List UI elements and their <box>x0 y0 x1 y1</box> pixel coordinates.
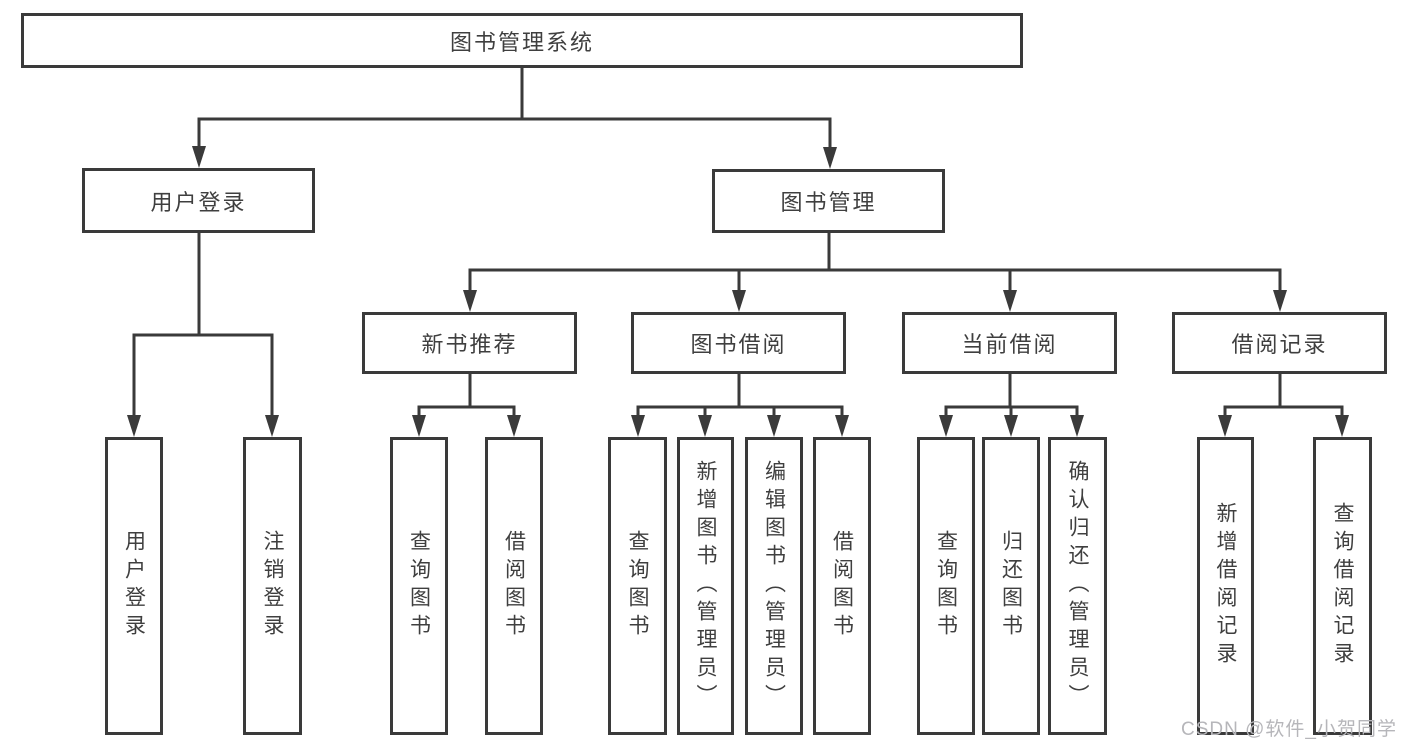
leaf-add-borrow-record-label: 新增借阅记录 <box>1214 502 1237 670</box>
node-book-borrowing-label: 图书借阅 <box>690 332 787 357</box>
node-borrowing-records-label: 借阅记录 <box>1231 332 1328 357</box>
node-user-login-label: 用户登录 <box>150 189 247 215</box>
leaf-borrowing-borrow-books-label: 借阅图书 <box>830 530 854 642</box>
leaf-logout: 注销登录 <box>243 437 302 735</box>
node-new-book-recommendation-label: 新书推荐 <box>421 332 518 357</box>
leaf-user-login: 用户登录 <box>105 437 163 735</box>
node-library-system-label: 图书管理系统 <box>449 29 594 55</box>
leaf-add-books-admin: 新增图书（管理员） <box>677 437 734 735</box>
leaf-recommend-query-books: 查询图书 <box>390 437 448 735</box>
node-current-borrowing: 当前借阅 <box>902 312 1117 374</box>
node-new-book-recommendation: 新书推荐 <box>362 312 577 374</box>
node-user-login: 用户登录 <box>82 168 315 233</box>
leaf-edit-books-admin-label: 编辑图书（管理员） <box>762 460 786 712</box>
leaf-borrowing-borrow-books: 借阅图书 <box>813 437 871 735</box>
node-book-management-label: 图书管理 <box>780 190 877 215</box>
leaf-user-login-label: 用户登录 <box>122 530 146 642</box>
leaf-borrowing-query-books: 查询图书 <box>608 437 667 735</box>
leaf-query-borrow-record: 查询借阅记录 <box>1313 437 1372 735</box>
leaf-recommend-borrow-books: 借阅图书 <box>485 437 543 735</box>
node-current-borrowing-label: 当前借阅 <box>961 332 1058 357</box>
leaf-recommend-borrow-books-label: 借阅图书 <box>502 530 526 642</box>
leaf-logout-label: 注销登录 <box>261 530 284 642</box>
leaf-add-books-admin-label: 新增图书（管理员） <box>694 460 717 712</box>
node-library-system: 图书管理系统 <box>21 13 1023 68</box>
leaf-current-query-books: 查询图书 <box>917 437 975 735</box>
node-book-borrowing: 图书借阅 <box>631 312 846 374</box>
leaf-confirm-return-admin: 确认归还（管理员） <box>1048 437 1107 735</box>
leaf-recommend-query-books-label: 查询图书 <box>407 530 431 642</box>
connector-lines <box>132 68 1344 417</box>
leaf-return-books: 归还图书 <box>982 437 1040 735</box>
node-borrowing-records: 借阅记录 <box>1172 312 1387 374</box>
leaf-current-query-books-label: 查询图书 <box>934 530 958 642</box>
leaf-edit-books-admin: 编辑图书（管理员） <box>745 437 803 735</box>
csdn-watermark: CSDN @软件_小贺同学 <box>1181 719 1397 740</box>
leaf-return-books-label: 归还图书 <box>999 530 1023 642</box>
leaf-borrowing-query-books-label: 查询图书 <box>626 530 649 642</box>
leaf-add-borrow-record: 新增借阅记录 <box>1197 437 1254 735</box>
leaf-query-borrow-record-label: 查询借阅记录 <box>1331 502 1354 670</box>
leaf-confirm-return-admin-label: 确认归还（管理员） <box>1066 460 1089 712</box>
connector-arrowheads <box>127 146 1349 437</box>
node-book-management: 图书管理 <box>712 169 945 233</box>
